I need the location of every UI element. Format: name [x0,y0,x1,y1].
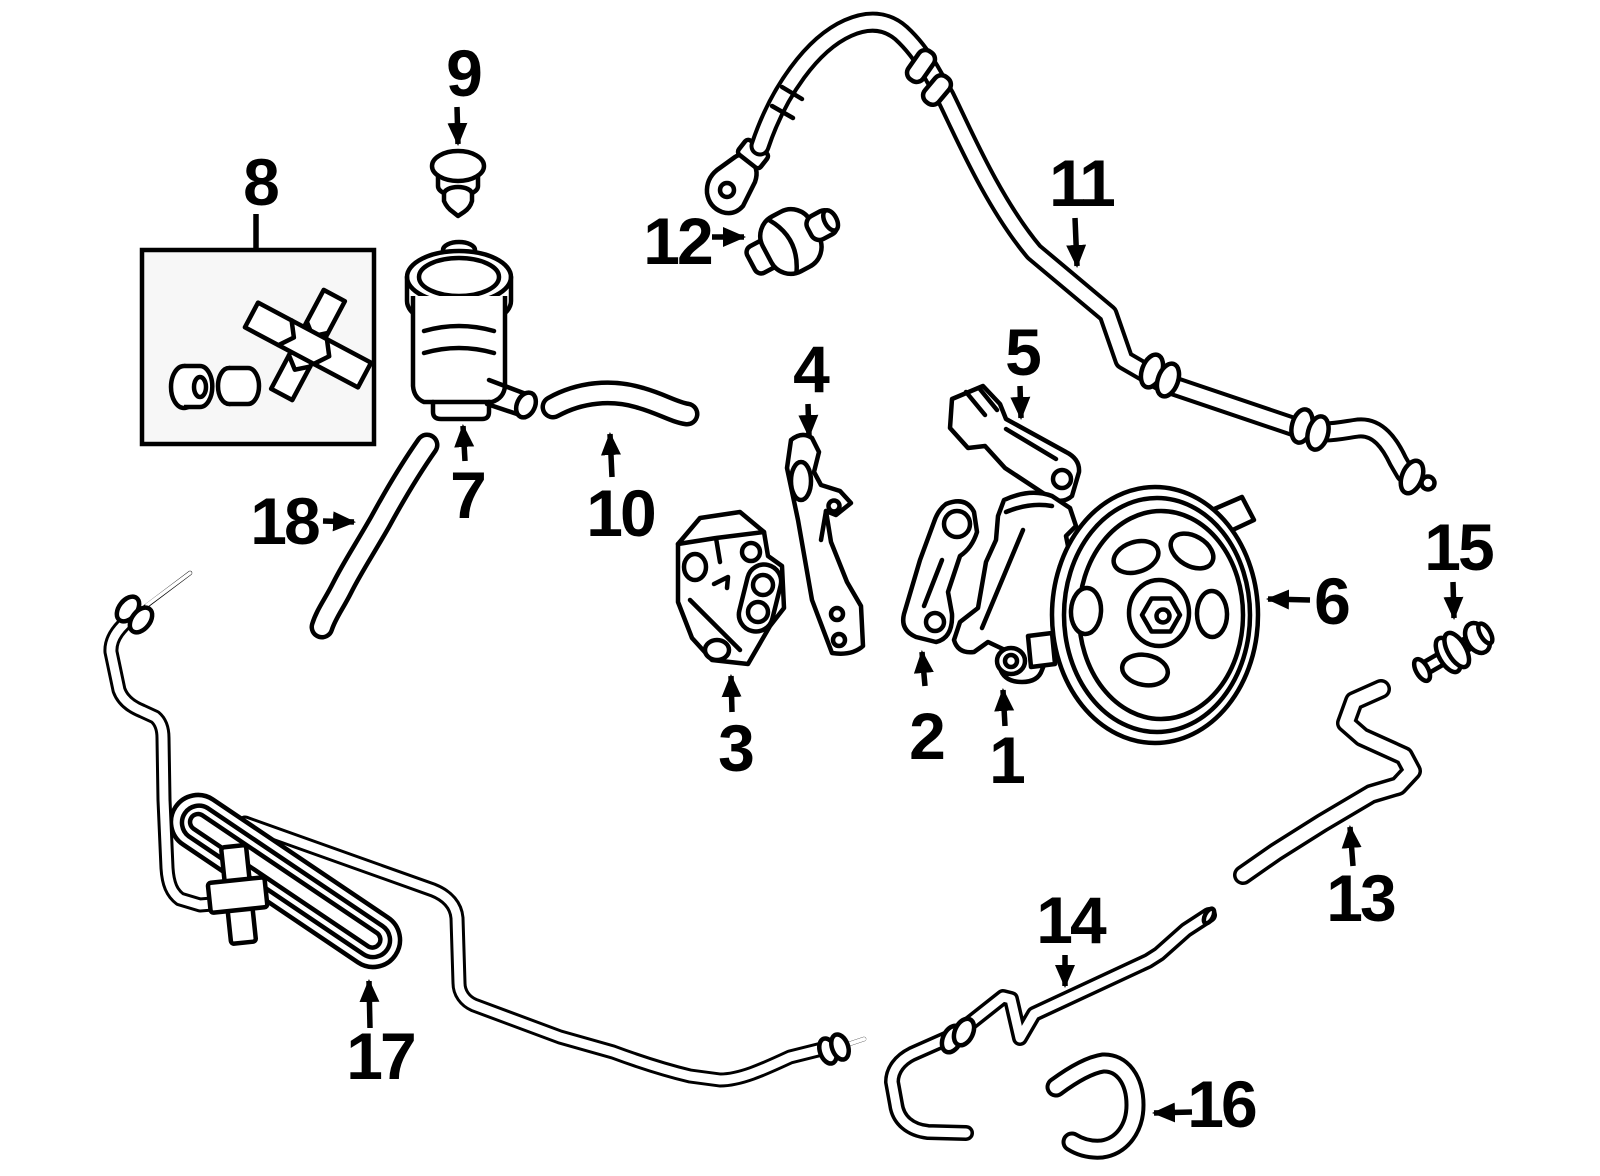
callout-3[interactable]: 3 [718,711,755,785]
callout-10[interactable]: 10 [586,476,656,550]
callout-8[interactable]: 8 [243,145,280,219]
part-1-pump-body [951,490,1079,685]
part-16-hose [1045,1052,1146,1160]
callout-arrow-17 [359,979,380,1029]
part-12-pressure-switch [744,206,841,277]
part-13-hose [1233,679,1422,885]
callout-arrow-5 [1010,385,1031,420]
callout-14[interactable]: 14 [1036,883,1106,957]
part-6-pulley [1049,484,1261,746]
callout-9[interactable]: 9 [446,36,483,110]
part-11-pressure-hose [704,11,1437,496]
callout-arrow-1 [994,688,1015,727]
callout-arrow-15 [1443,581,1464,620]
callout-arrow-3 [721,674,742,713]
callout-arrow-13 [1341,825,1362,867]
part-15-bolt [1411,620,1495,684]
callout-1[interactable]: 1 [989,723,1026,797]
callout-12[interactable]: 12 [643,204,713,278]
part-2-bracket [901,499,980,645]
part-10-hose [540,380,700,427]
callout-arrow-2 [913,650,934,687]
callout-arrow-18 [322,511,356,532]
part-7-reservoir [404,239,539,422]
callout-arrow-16 [1152,1102,1193,1123]
part-18-hose [309,432,440,640]
part-9-clip [429,148,487,219]
callout-15[interactable]: 15 [1424,510,1494,584]
callout-arrow-6 [1266,589,1311,610]
callout-arrow-4 [798,403,819,438]
part-3-mount-bracket [675,509,787,667]
callout-5[interactable]: 5 [1005,315,1042,389]
callout-2[interactable]: 2 [909,699,946,773]
part-5-bracket [947,383,1082,503]
cooler-clamp [205,842,270,946]
callout-13[interactable]: 13 [1326,861,1396,935]
callout-4[interactable]: 4 [793,332,830,406]
part-4-bracket [784,432,866,656]
callout-arrow-11 [1066,217,1087,268]
callout-17[interactable]: 17 [346,1019,416,1093]
part-17-cooler-pipe [103,570,867,1088]
callout-11[interactable]: 11 [1049,146,1116,220]
callout-6[interactable]: 6 [1314,564,1351,638]
callout-arrow-10 [600,432,621,478]
callout-7[interactable]: 7 [450,458,487,532]
callout-arrows [253,106,1464,1123]
callout-arrow-7 [454,424,475,462]
callout-18[interactable]: 18 [250,484,320,558]
callout-arrow-9 [447,106,468,146]
part-8-seal-kit [139,247,377,447]
callout-16[interactable]: 16 [1187,1067,1257,1141]
part-14-return-pipe [884,906,1217,1141]
